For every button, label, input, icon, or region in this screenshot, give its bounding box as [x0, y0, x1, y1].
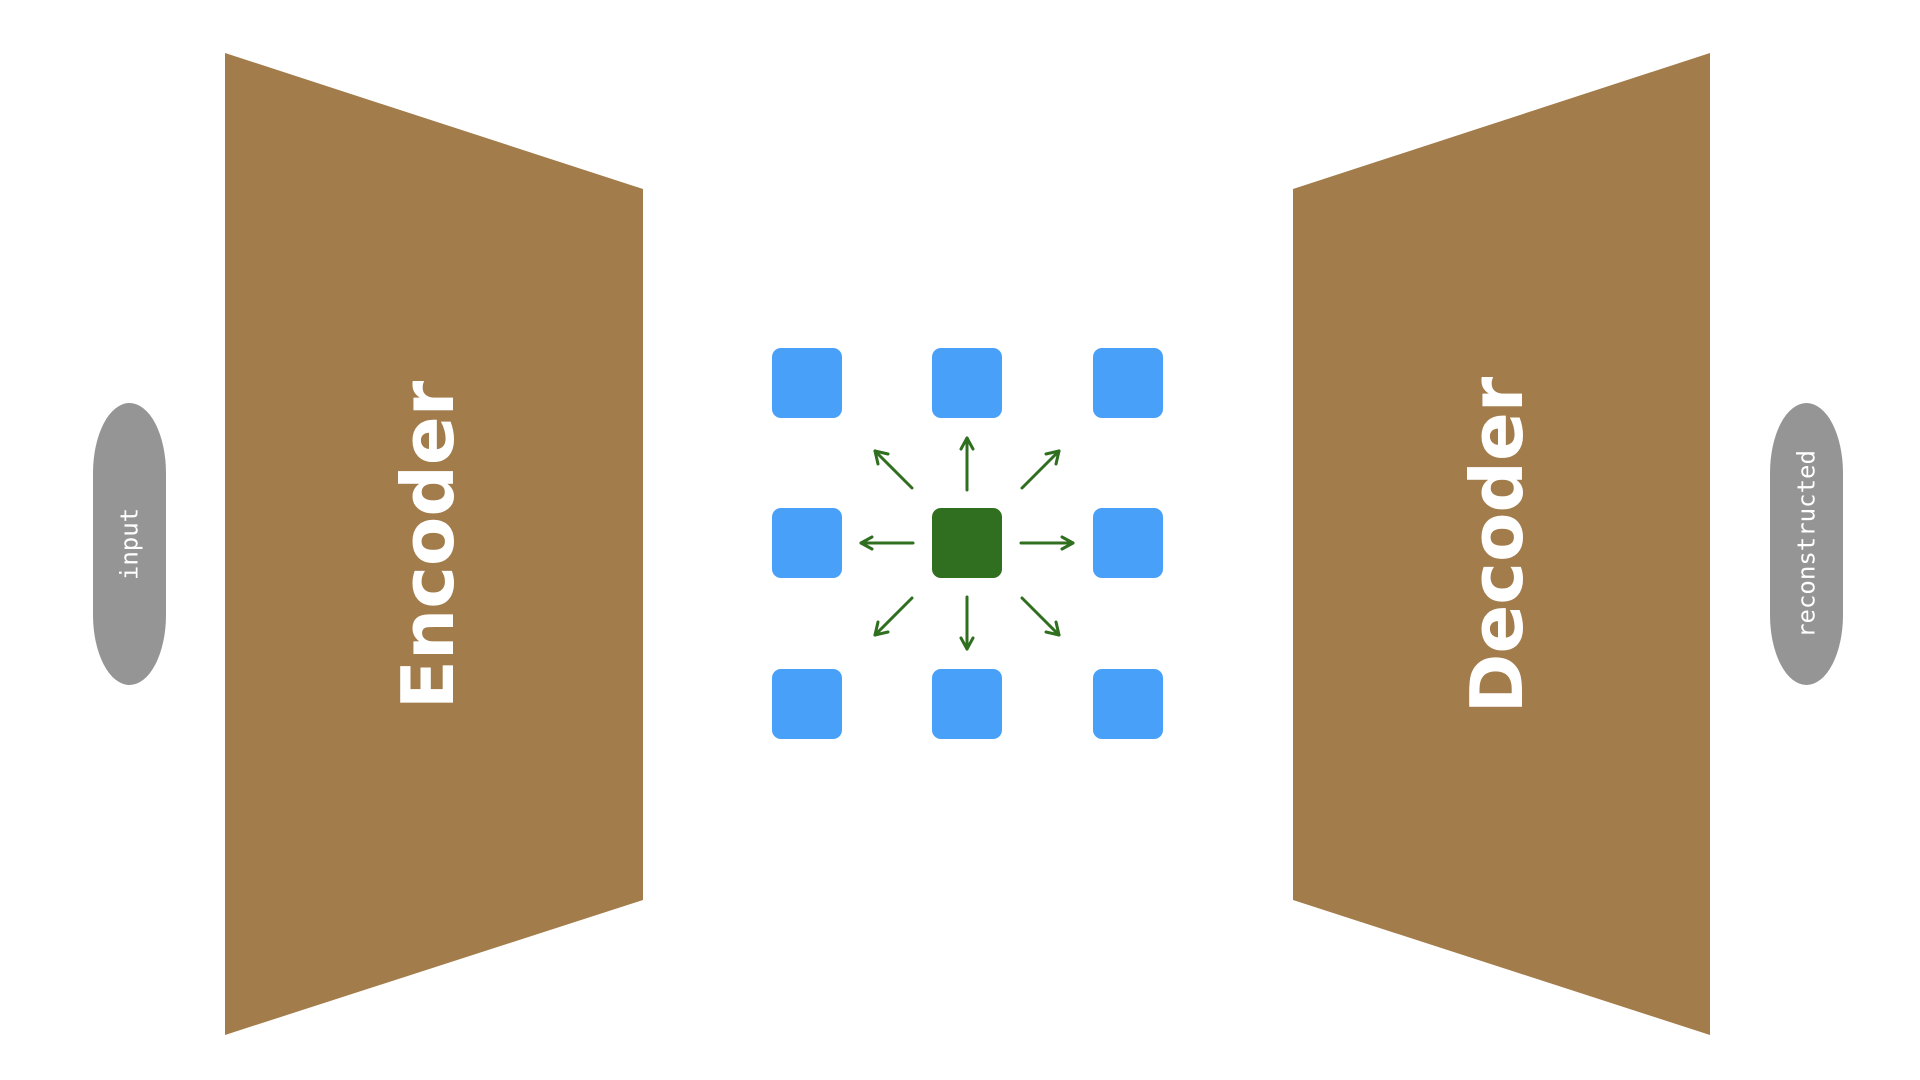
- reconstructed-pill-shape: [1770, 403, 1843, 685]
- decoder-shape: [1293, 53, 1710, 1035]
- latent-cell-middle-right: [1093, 508, 1163, 578]
- neighbor-arrows: [859, 436, 1075, 651]
- arrow-right: [1019, 535, 1075, 551]
- latent-cell-top-right: [1093, 348, 1163, 418]
- encoder-label: Encoder: [386, 380, 470, 709]
- encoder-shape: [225, 53, 643, 1035]
- input-pill-shape: [93, 403, 166, 685]
- latent-cell-bottom-left: [772, 669, 842, 739]
- encoder-block: Encoder: [225, 53, 643, 1035]
- arrow-down-left: [873, 596, 914, 637]
- arrow-up: [959, 436, 975, 492]
- input-label: input: [116, 508, 144, 580]
- decoder-label: Decoder: [1455, 376, 1539, 713]
- latent-cell-bottom-right: [1093, 669, 1163, 739]
- latent-cell-top-left: [772, 348, 842, 418]
- arrow-down-right: [1020, 596, 1061, 637]
- latent-cell-bottom-center: [932, 669, 1002, 739]
- arrow-up-left: [873, 449, 914, 490]
- reconstructed-label: reconstructed: [1793, 450, 1821, 638]
- arrow-up-right: [1020, 449, 1061, 490]
- latent-cell-top-center: [932, 348, 1002, 418]
- arrow-down: [959, 595, 975, 651]
- latent-cell-middle-left: [772, 508, 842, 578]
- reconstructed-pill: reconstructed: [1770, 403, 1843, 685]
- arrow-left: [859, 535, 915, 551]
- latent-grid: [772, 348, 1163, 739]
- latent-cell-center: [932, 508, 1002, 578]
- decoder-block: Decoder: [1293, 53, 1710, 1035]
- input-pill: input: [93, 403, 166, 685]
